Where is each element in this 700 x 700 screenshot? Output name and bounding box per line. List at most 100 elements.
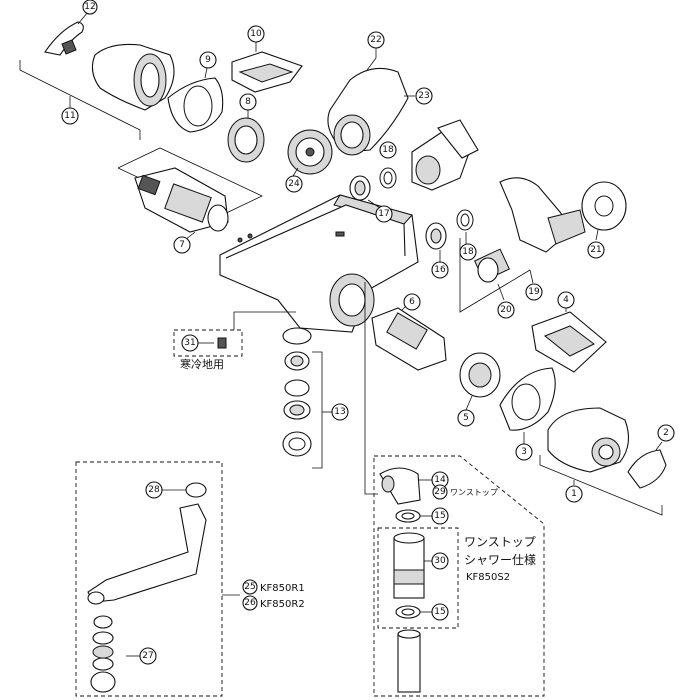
callout-18b: 18 [459, 243, 477, 261]
svg-text:31: 31 [184, 338, 195, 348]
part-27-aerator-set [90, 615, 140, 693]
callout-27: 27 [139, 647, 157, 665]
svg-text:10: 10 [250, 29, 262, 39]
svg-text:14: 14 [434, 475, 446, 485]
callout-7: 7 [173, 236, 191, 254]
svg-text:11: 11 [64, 111, 75, 121]
part-30-shower-valve [393, 532, 432, 599]
part-28-washer [185, 482, 207, 498]
part-18a-washer [379, 167, 397, 189]
svg-text:7: 7 [179, 240, 185, 250]
svg-text:19: 19 [528, 287, 540, 297]
callout-9: 9 [199, 51, 217, 69]
svg-text:21: 21 [590, 245, 601, 255]
callout-24: 24 [285, 175, 303, 193]
upper-elbow-fitting [411, 119, 479, 191]
callout-13: 13 [331, 403, 349, 421]
svg-text:12: 12 [84, 2, 95, 12]
part-13-strainer-set [282, 327, 332, 469]
svg-text:9: 9 [205, 55, 211, 65]
callout-26: 26 [242, 595, 258, 611]
svg-text:18: 18 [462, 247, 474, 257]
part-7-cartridge [117, 147, 263, 241]
label-cold-region: 寒冷地用 [180, 357, 224, 371]
svg-text:16: 16 [434, 265, 446, 275]
bracket-11 [19, 60, 141, 140]
callout-21: 21 [587, 241, 605, 259]
callout-17: 17 [375, 205, 393, 223]
label-onestop: ワンストップ [450, 488, 498, 497]
part-10-clip-plate [231, 42, 303, 93]
callout-18a: 18 [379, 141, 397, 159]
callout-2: 2 [657, 424, 675, 442]
part-15a-washer [395, 509, 432, 523]
part-5-cap [459, 352, 501, 411]
spout-group-box [75, 461, 240, 697]
callout-10: 10 [247, 25, 265, 43]
label-onestop-model: KF850S2 [466, 572, 510, 583]
callout-15b: 15 [431, 603, 449, 621]
svg-text:27: 27 [142, 651, 153, 661]
part-18b-washer [456, 209, 474, 244]
callout-28: 28 [145, 481, 163, 499]
callout-6: 6 [403, 293, 421, 311]
callout-12: 12 [82, 0, 98, 15]
part-20-check-valve [473, 248, 511, 301]
callout-15a: 15 [431, 507, 449, 525]
part-17-fitting [349, 175, 381, 209]
callout-23: 23 [415, 87, 433, 105]
svg-text:2: 2 [663, 428, 669, 438]
callout-4: 4 [557, 291, 575, 309]
label-onestop-shower-2: シャワー仕様 [464, 553, 536, 567]
svg-text:8: 8 [245, 97, 251, 107]
callout-20: 20 [497, 301, 515, 319]
svg-text:13: 13 [334, 407, 345, 417]
shower-pipe [397, 629, 421, 693]
part-6-cartridge [371, 303, 447, 371]
part-12-lever-clip [44, 11, 89, 56]
callout-30: 30 [431, 552, 449, 570]
svg-text:18: 18 [382, 145, 394, 155]
label-onestop-shower-1: ワンストップ [464, 535, 536, 549]
part-21-flange [581, 181, 627, 241]
callout-8: 8 [239, 93, 257, 111]
main-valve-body [219, 194, 419, 333]
svg-text:24: 24 [288, 179, 300, 189]
part-22-23-cover [327, 48, 415, 156]
svg-text:22: 22 [370, 35, 381, 45]
part-1-handle-cover [547, 407, 630, 473]
part-24-cap [287, 129, 333, 177]
svg-text:29: 29 [434, 487, 446, 497]
spout [87, 503, 207, 605]
part-16-fitting [425, 222, 447, 262]
cold-region-box [173, 311, 296, 357]
part-2-clip [627, 441, 667, 489]
callout-22: 22 [367, 31, 385, 49]
callout-19: 19 [525, 283, 543, 301]
callout-25: 25 [242, 579, 258, 595]
svg-text:3: 3 [521, 447, 527, 457]
callout-3: 3 [515, 443, 533, 461]
svg-text:28: 28 [148, 485, 160, 495]
callout-16: 16 [431, 261, 449, 279]
callout-1: 1 [565, 485, 583, 503]
svg-text:25: 25 [244, 582, 255, 592]
svg-text:26: 26 [244, 598, 256, 608]
svg-text:5: 5 [463, 413, 469, 423]
part-8-nut [227, 110, 265, 163]
callout-29: 29 [432, 484, 448, 500]
svg-text:4: 4 [563, 295, 569, 305]
part-11-handle-cover [91, 43, 175, 111]
svg-text:20: 20 [500, 305, 512, 315]
part-4-plate [531, 306, 607, 373]
label-model-r2: KF850R2 [260, 599, 305, 610]
svg-text:23: 23 [418, 91, 429, 101]
bracket-1 [539, 455, 663, 516]
svg-text:17: 17 [378, 209, 389, 219]
svg-text:1: 1 [571, 489, 577, 499]
part-3-ring [499, 367, 556, 444]
callout-31: 31 [181, 334, 199, 352]
callout-5: 5 [457, 409, 475, 427]
part-14-elbow [379, 467, 432, 505]
